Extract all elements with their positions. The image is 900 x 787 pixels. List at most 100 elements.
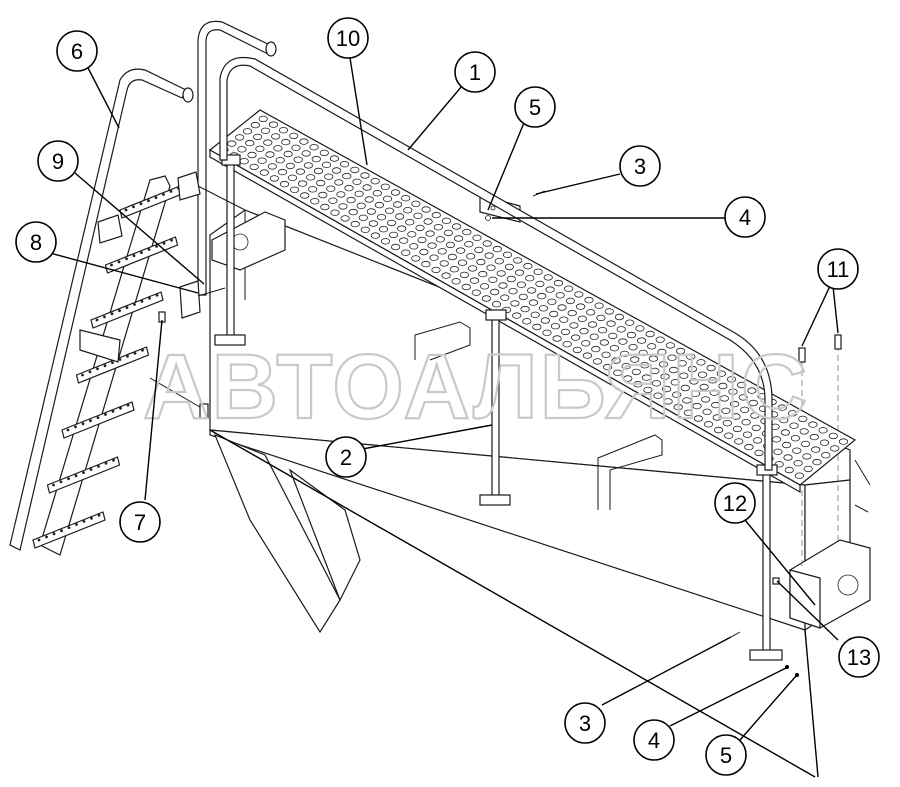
platform-hole [549,310,559,318]
platform-hole [500,294,510,301]
platform-hole [618,338,628,345]
platform-hole [719,395,730,402]
platform-hole [569,322,579,329]
platform-hole [718,382,728,390]
rung-hole [75,523,78,526]
svg-text:8: 8 [30,230,42,255]
rung-hole [112,458,115,462]
platform-hole [275,156,285,164]
platform-hole [543,274,553,281]
platform-hole [638,349,648,357]
platform-hole [466,253,476,260]
platform-hole [300,192,310,199]
platform-hole [601,351,611,358]
platform-hole [397,225,407,232]
platform-hole [581,340,591,347]
platform-hole [794,472,805,479]
platform-hole [249,163,259,171]
platform-hole [484,252,494,259]
platform-hole [665,342,676,349]
platform-hole [320,203,330,211]
platform-hole [269,175,279,182]
platform-hole [429,254,439,261]
platform-hole [683,409,693,416]
rung-hole [118,309,121,313]
platform-hole [653,392,663,399]
callout-8: 8 [15,221,57,263]
platform-hole [553,279,564,287]
platform-hole [338,203,348,210]
platform-hole [711,401,721,409]
watermark-text: АВТОАЛЬЯНС [143,336,809,438]
platform-hole [405,218,415,226]
platform-hole [575,303,586,310]
platform-hole [227,140,237,147]
platform-hole [570,334,581,341]
platform-hole [724,432,734,439]
platform-hole [506,275,516,283]
platform-hole [744,443,754,451]
platform-hole [740,406,750,413]
rung-hole [162,241,166,245]
platform-hole [259,169,269,176]
platform-hole [686,353,696,360]
platform-hole [789,422,799,429]
ladder-rung [32,511,106,549]
platform-hole [309,143,319,151]
platform-hole [741,419,751,426]
callout-5b: 5 [705,734,747,776]
platform-hole [563,285,574,292]
rung-hole [82,471,85,474]
svg-text:3: 3 [634,154,646,179]
platform-hole [461,283,471,291]
rung-hole [82,520,86,523]
callout-3a: 3 [619,145,661,187]
platform-hole [560,328,571,336]
platform-hole [799,428,809,435]
rung-hole [81,373,84,377]
platform-hole [445,241,455,249]
platform-hole [336,191,346,198]
platform-hole [613,369,623,376]
platform-hole [441,272,451,279]
platform-hole [453,235,464,242]
platform-hole [476,258,486,266]
platform-hole [310,197,320,205]
platform-hole [411,200,421,207]
platform-hole [486,264,496,271]
rung-hole [132,205,135,209]
platform-hole [328,197,338,204]
platform-hole [651,380,662,387]
platform-hole [697,371,708,378]
platform-hole [577,315,587,322]
rung-hole [111,410,115,413]
platform-hole [250,121,260,129]
platform-hole [780,429,790,436]
platform-hole [526,287,537,294]
rung-hole [140,300,144,303]
platform-hole [488,276,498,283]
callout-4a: 4 [724,196,766,238]
platform-hole [268,121,278,128]
platform-hole [443,229,453,237]
callout-6: 6 [56,30,98,72]
platform-hole [287,174,298,181]
platform-hole [303,162,313,169]
rung-hole [139,202,143,206]
platform-hole [668,366,679,374]
platform-hole [658,361,669,368]
platform-hole [242,128,253,135]
rung-hole [67,526,71,529]
platform-hole [441,217,451,224]
platform-hole [623,375,633,382]
platform-hole [692,402,702,410]
rung-hole [147,248,151,251]
platform-hole [680,384,690,392]
platform-hole [647,343,657,350]
platform-hole [648,355,659,362]
platform-hole [370,177,380,185]
rung-hole [52,483,55,487]
platform-hole [464,240,474,248]
rung-hole [96,416,100,419]
platform-hole [679,372,689,379]
